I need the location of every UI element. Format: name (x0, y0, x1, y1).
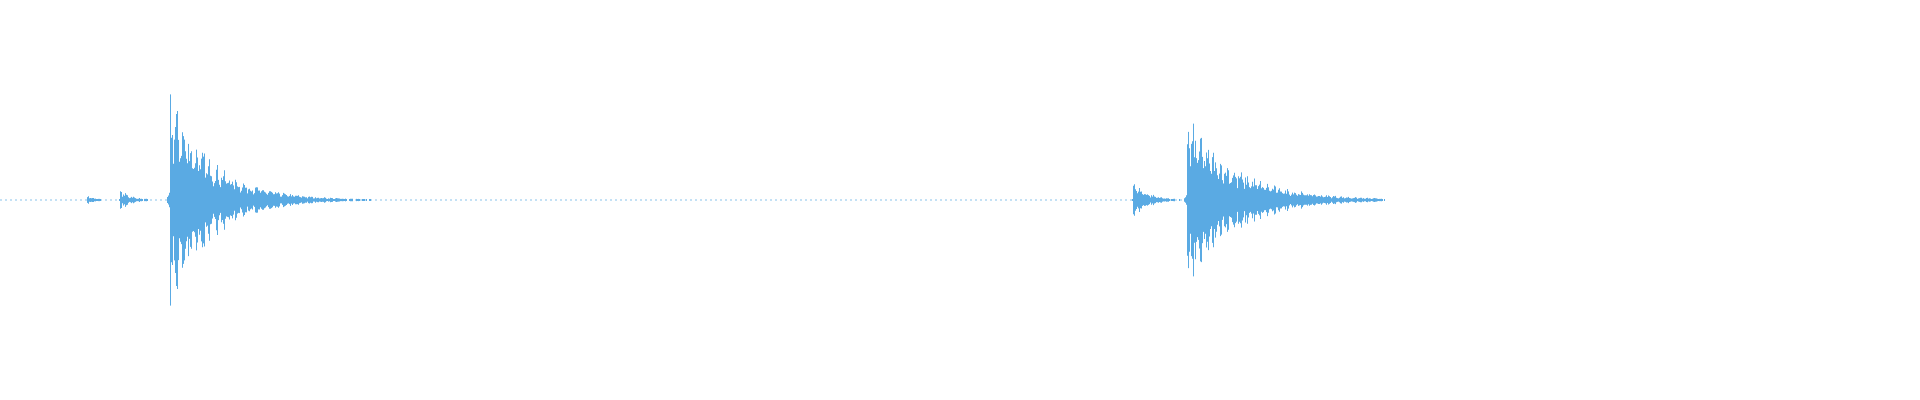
waveform-bars (87, 94, 1385, 306)
